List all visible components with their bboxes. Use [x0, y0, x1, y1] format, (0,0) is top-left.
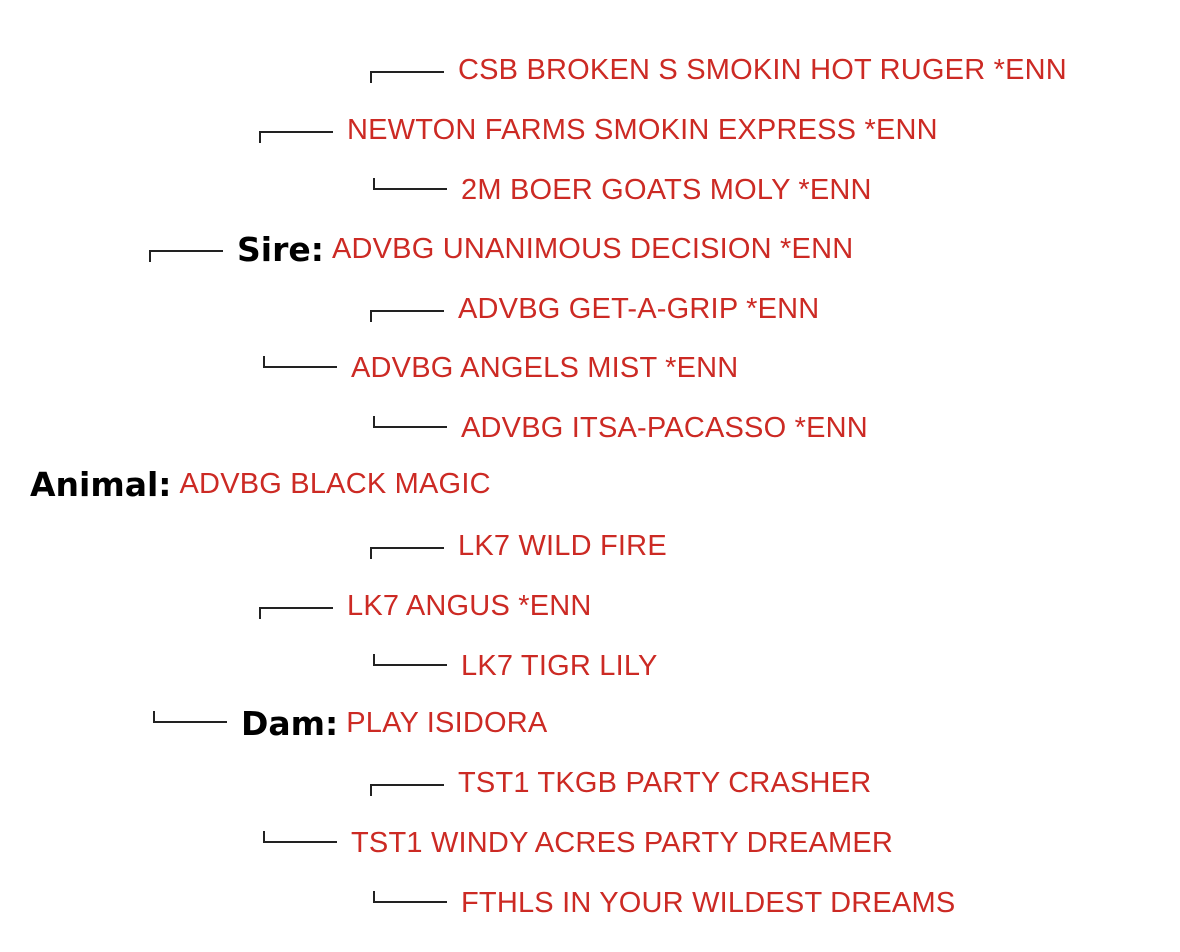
- dam-dam-sire-row: TST1 TKGB PARTY CRASHER: [370, 763, 871, 803]
- connector-line: [259, 131, 333, 143]
- dam-row: Dam: PLAY ISIDORA: [153, 703, 547, 743]
- sire-sire-dam-row: 2M BOER GOATS MOLY *ENN: [373, 170, 872, 210]
- sire-sire-row: NEWTON FARMS SMOKIN EXPRESS *ENN: [259, 110, 938, 150]
- dam-sire-dam-name: LK7 TIGR LILY: [461, 649, 658, 682]
- sire-sire-sire-row: CSB BROKEN S SMOKIN HOT RUGER *ENN: [370, 50, 1067, 90]
- connector-line: [259, 607, 333, 619]
- connector-line: [149, 250, 223, 262]
- dam-dam-sire-name: TST1 TKGB PARTY CRASHER: [458, 766, 872, 799]
- connector-line: [370, 784, 444, 796]
- sire-dam-dam-row: ADVBG ITSA-PACASSO *ENN: [373, 408, 868, 448]
- connector-line: [373, 416, 447, 428]
- dam-sire-sire-name: LK7 WILD FIRE: [458, 529, 667, 562]
- dam-sire-row: LK7 ANGUS *ENN: [259, 586, 592, 626]
- dam-label: Dam:: [241, 703, 339, 743]
- dam-dam-dam-name: FTHLS IN YOUR WILDEST DREAMS: [461, 886, 956, 919]
- dam-sire-dam-row: LK7 TIGR LILY: [373, 646, 658, 686]
- connector-line: [153, 711, 227, 723]
- dam-sire-sire-row: LK7 WILD FIRE: [370, 526, 667, 566]
- sire-name: ADVBG UNANIMOUS DECISION *ENN: [331, 232, 854, 265]
- animal-row: Animal: ADVBG BLACK MAGIC: [30, 464, 491, 504]
- connector-line: [263, 831, 337, 843]
- dam-name: PLAY ISIDORA: [346, 706, 548, 739]
- dam-dam-dam-row: FTHLS IN YOUR WILDEST DREAMS: [373, 883, 955, 923]
- dam-sire-name: LK7 ANGUS *ENN: [347, 589, 592, 622]
- dam-dam-row: TST1 WINDY ACRES PARTY DREAMER: [263, 823, 893, 863]
- animal-label: Animal:: [30, 464, 172, 504]
- animal-name: ADVBG BLACK MAGIC: [179, 467, 491, 500]
- sire-dam-row: ADVBG ANGELS MIST *ENN: [263, 348, 738, 388]
- sire-row: Sire: ADVBG UNANIMOUS DECISION *ENN: [149, 229, 853, 269]
- connector-line: [263, 356, 337, 368]
- connector-line: [373, 891, 447, 903]
- connector-line: [373, 178, 447, 190]
- sire-sire-name: NEWTON FARMS SMOKIN EXPRESS *ENN: [347, 113, 938, 146]
- dam-dam-name: TST1 WINDY ACRES PARTY DREAMER: [351, 826, 894, 859]
- sire-sire-sire-name: CSB BROKEN S SMOKIN HOT RUGER *ENN: [458, 53, 1067, 86]
- sire-dam-name: ADVBG ANGELS MIST *ENN: [351, 351, 739, 384]
- connector-line: [370, 310, 444, 322]
- sire-sire-dam-name: 2M BOER GOATS MOLY *ENN: [461, 173, 872, 206]
- sire-label: Sire:: [237, 229, 324, 269]
- connector-line: [370, 547, 444, 559]
- sire-dam-sire-row: ADVBG GET-A-GRIP *ENN: [370, 289, 819, 329]
- connector-line: [373, 654, 447, 666]
- sire-dam-dam-name: ADVBG ITSA-PACASSO *ENN: [461, 411, 868, 444]
- connector-line: [370, 71, 444, 83]
- sire-dam-sire-name: ADVBG GET-A-GRIP *ENN: [458, 292, 820, 325]
